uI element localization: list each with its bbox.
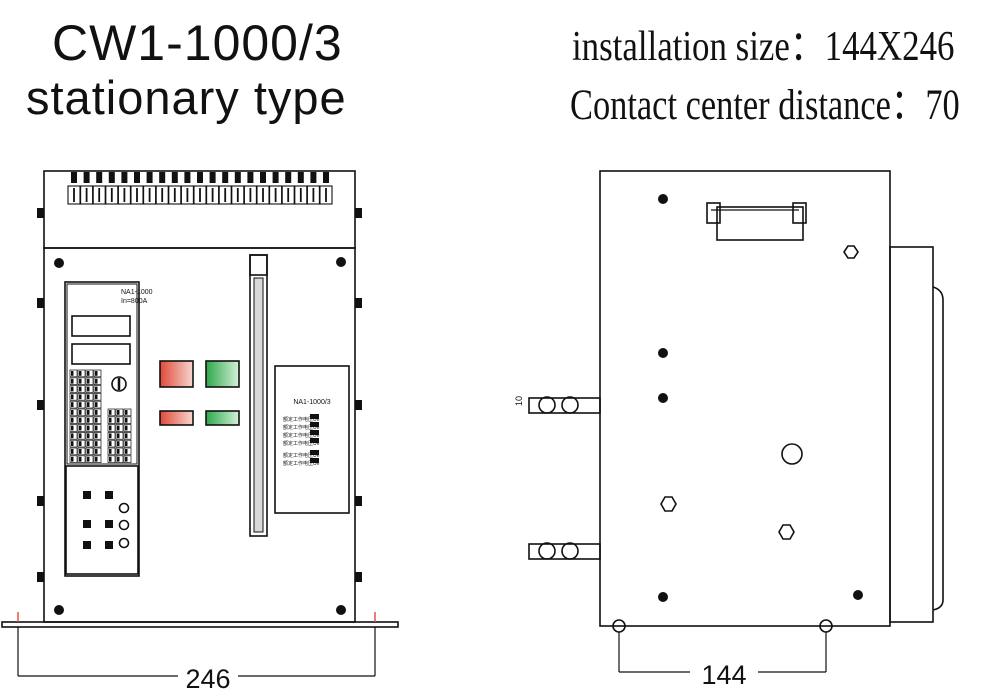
nameplate-line-4: 额定工作电压Ue	[283, 440, 320, 447]
terminal	[143, 185, 157, 205]
dip-switch-block-right	[107, 408, 132, 463]
mounting-tabs	[37, 208, 362, 582]
nameplate-value-mark	[310, 422, 319, 427]
terminal	[306, 185, 320, 205]
nameplate-line-1: 额定工作电压Ue	[283, 416, 320, 423]
nameplate-value-mark	[310, 450, 319, 455]
terminal-screw	[96, 172, 103, 183]
terminal	[168, 185, 182, 205]
terminal-screw	[184, 172, 191, 183]
selector-knob	[111, 376, 127, 392]
model-title: CW1-1000/3	[52, 15, 343, 71]
terminal-screw	[222, 172, 229, 183]
terminal	[218, 185, 232, 205]
controller-upper	[66, 283, 138, 465]
terminal	[243, 185, 257, 205]
side-hole	[781, 443, 803, 465]
terminal-screw	[197, 172, 203, 183]
terminal-screw	[234, 172, 241, 183]
terminal-screw	[260, 172, 266, 183]
side-handle	[716, 206, 804, 241]
lower-busbar	[528, 543, 601, 560]
type-title: stationary type	[26, 71, 347, 124]
terminal	[117, 185, 131, 205]
upper-busbar	[528, 397, 601, 414]
nameplate	[274, 365, 350, 514]
dip-switch-block-left	[69, 369, 102, 463]
terminal	[105, 185, 119, 205]
terminal	[180, 185, 194, 205]
installation-size-label: installation size：144X246	[572, 24, 955, 70]
terminal-screw	[83, 172, 90, 183]
front-view	[1, 170, 399, 677]
off-indicator-red	[159, 410, 194, 426]
corner-screws	[54, 257, 346, 615]
nameplate-value-mark	[310, 414, 319, 419]
side-screws	[658, 194, 863, 602]
terminal	[319, 185, 333, 205]
controller-panel	[64, 281, 140, 577]
terminal-screw	[134, 172, 140, 183]
terminal	[256, 185, 270, 205]
terminal	[67, 185, 81, 205]
terminal-block-row	[67, 172, 333, 205]
controller-lower	[65, 465, 139, 575]
terminal	[294, 185, 308, 205]
nameplate-value-mark	[310, 458, 319, 463]
terminal-screw	[108, 172, 115, 183]
terminal-screw	[171, 172, 178, 183]
controller-rating-label: In=800A	[121, 298, 148, 305]
terminal	[206, 185, 220, 205]
terminal	[193, 185, 207, 205]
nameplate-value-marks	[310, 414, 319, 463]
nameplate-line-3: 额定工作电压Ue	[283, 432, 320, 439]
terminal	[269, 185, 283, 205]
terminal-screw	[310, 172, 317, 183]
nameplate-value-mark	[310, 430, 319, 435]
controller-model-label: NA1-1000	[121, 289, 153, 296]
terminal	[80, 185, 94, 205]
rear-cover	[932, 286, 944, 611]
nameplate-line-5: 额定工作电压Ue	[283, 452, 320, 459]
terminal-screw	[209, 172, 216, 183]
nameplate-line-2: 额定工作电压Ue	[283, 424, 320, 431]
terminal	[130, 185, 144, 205]
on-indicator-green	[205, 410, 240, 426]
hex-nut	[660, 496, 677, 512]
nameplate-value-mark	[310, 438, 319, 443]
terminal	[92, 185, 106, 205]
terminal	[231, 185, 245, 205]
off-button-red	[159, 360, 194, 388]
width-dimension-label: 246	[185, 664, 230, 694]
terminal-screw	[272, 172, 279, 183]
contact-distance-label: Contact center distance：70	[570, 82, 960, 129]
nameplate-model-label: NA1-1000/3	[293, 399, 330, 406]
nameplate-line-6: 额定工作电压Ue	[283, 460, 320, 467]
terminal-label: 10	[514, 396, 524, 406]
terminal	[155, 185, 169, 205]
terminal-screw	[297, 172, 304, 183]
hex-nut	[843, 245, 859, 259]
on-button-green	[205, 360, 240, 388]
hex-nut	[778, 524, 795, 540]
terminal-screw	[285, 172, 292, 183]
rear-block	[889, 246, 934, 623]
depth-dimension-label: 144	[701, 660, 746, 690]
terminal-screw	[247, 172, 254, 183]
terminal-screw	[159, 172, 166, 183]
base-plate	[1, 621, 399, 628]
display-window-top	[71, 315, 131, 337]
terminal-screw	[121, 172, 128, 183]
terminal-screw	[146, 172, 153, 183]
display-window-bottom	[71, 343, 131, 365]
terminal	[281, 185, 295, 205]
side-view	[528, 170, 944, 673]
terminal-screw	[71, 172, 77, 183]
terminal-screw	[323, 172, 329, 183]
controller-buttons	[83, 491, 113, 549]
